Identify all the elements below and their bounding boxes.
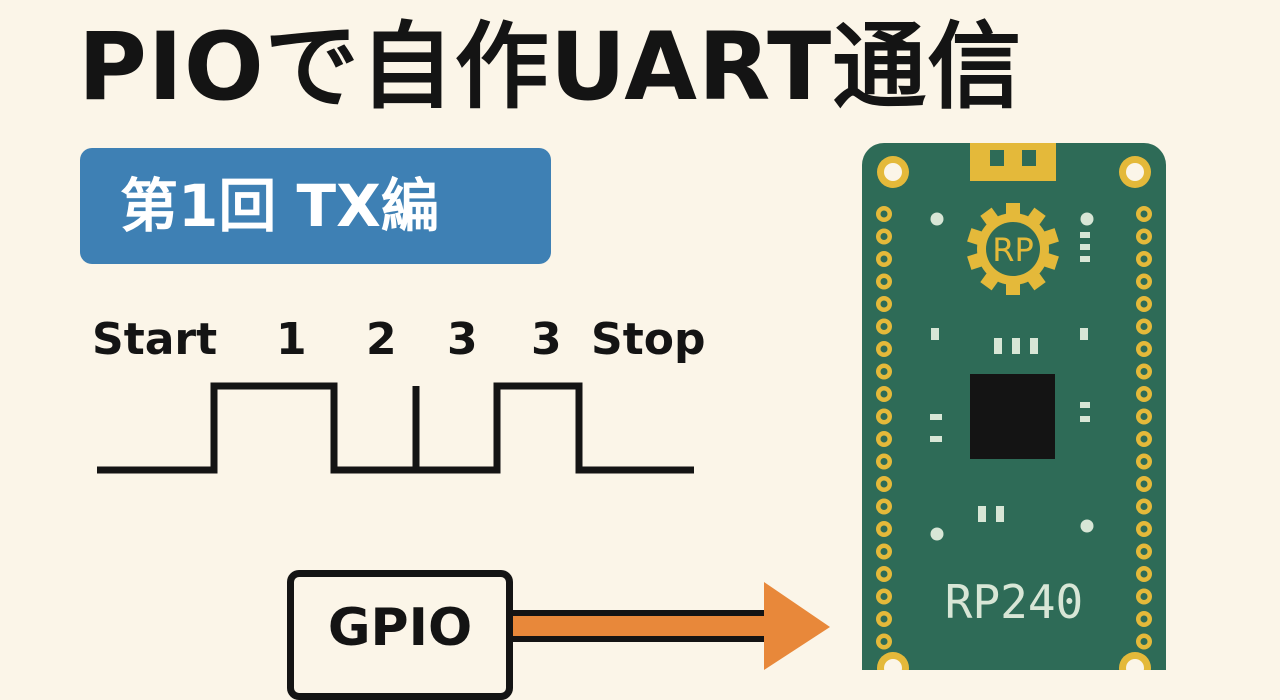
test-pad bbox=[930, 212, 944, 226]
smd-component bbox=[1080, 244, 1090, 250]
page-title: PIOで自作UART通信 bbox=[78, 13, 1023, 122]
bit-label-stop: Stop bbox=[591, 314, 706, 365]
mounting-hole-center bbox=[884, 163, 902, 181]
smd-component bbox=[931, 328, 939, 340]
edge-pin-hole bbox=[880, 548, 888, 555]
usb-slot-right bbox=[1022, 150, 1036, 166]
edge-pin-hole bbox=[880, 255, 888, 263]
pico-board bbox=[862, 143, 1166, 670]
edge-pin-hole bbox=[880, 503, 888, 510]
smd-component bbox=[1080, 416, 1090, 422]
bit-label-2: 2 bbox=[366, 314, 397, 365]
episode-badge bbox=[80, 148, 551, 264]
smd-component bbox=[996, 506, 1004, 522]
edge-pin-hole bbox=[1140, 458, 1148, 465]
smd-component bbox=[1080, 232, 1090, 238]
edge-pin-hole bbox=[1140, 615, 1148, 623]
edge-pin-hole bbox=[880, 593, 888, 600]
smd-component bbox=[930, 414, 942, 420]
edge-pin-hole bbox=[880, 525, 888, 533]
edge-pin-hole bbox=[1140, 210, 1148, 218]
edge-pin-hole bbox=[880, 210, 888, 218]
edge-pin-hole bbox=[880, 435, 888, 443]
test-pad bbox=[930, 527, 944, 541]
edge-pin-hole bbox=[880, 368, 888, 375]
rp-logo-text: RP bbox=[992, 231, 1034, 269]
bit-label-3: 3 bbox=[447, 314, 478, 365]
rp2040-chip bbox=[970, 374, 1055, 459]
edge-pin-hole bbox=[1140, 413, 1148, 420]
edge-pin-hole bbox=[1140, 525, 1148, 533]
edge-pin-hole bbox=[880, 345, 888, 353]
edge-pin-hole bbox=[1140, 638, 1148, 645]
edge-pin-hole bbox=[880, 570, 888, 578]
edge-pin-hole bbox=[1140, 300, 1148, 308]
edge-pin-hole bbox=[880, 278, 888, 285]
smd-component bbox=[1080, 256, 1090, 262]
edge-pin-hole bbox=[1140, 278, 1148, 285]
arrow-shaft bbox=[513, 616, 775, 636]
edge-pin-hole bbox=[1140, 435, 1148, 443]
smd-component bbox=[994, 338, 1002, 354]
edge-pin-hole bbox=[1140, 480, 1148, 488]
usb-slot-left bbox=[990, 150, 1004, 166]
edge-pin-hole bbox=[1140, 255, 1148, 263]
mounting-hole-center bbox=[1126, 659, 1144, 670]
gear-inner bbox=[986, 222, 1040, 276]
edge-pin-hole bbox=[880, 638, 888, 645]
smd-component bbox=[1080, 402, 1090, 408]
edge-pin-hole bbox=[880, 615, 888, 623]
arrow-head bbox=[764, 582, 830, 670]
uart-waveform bbox=[97, 382, 830, 670]
edge-pin-hole bbox=[880, 390, 888, 398]
edge-pin-hole bbox=[1140, 390, 1148, 398]
edge-pin-hole bbox=[880, 300, 888, 308]
mounting-hole-center bbox=[1126, 163, 1144, 181]
test-pad bbox=[1080, 519, 1094, 533]
gpio-label: GPIO bbox=[327, 598, 473, 658]
smd-component bbox=[930, 436, 942, 442]
edge-pin-hole bbox=[1140, 570, 1148, 578]
smd-component bbox=[1012, 338, 1020, 354]
edge-pin-hole bbox=[880, 480, 888, 488]
edge-pin-hole bbox=[1140, 323, 1148, 330]
bit-label-1: 1 bbox=[276, 314, 307, 365]
edge-pin-hole bbox=[880, 458, 888, 465]
episode-badge-label: 第1回 TX編 bbox=[120, 172, 439, 240]
edge-pin-hole bbox=[1140, 368, 1148, 375]
smd-component bbox=[1030, 338, 1038, 354]
edge-pin-hole bbox=[880, 413, 888, 420]
bit-label-start: Start bbox=[92, 314, 218, 365]
edge-pin-hole bbox=[1140, 593, 1148, 600]
edge-pin-hole bbox=[880, 323, 888, 330]
smd-component bbox=[1080, 328, 1088, 340]
test-pad bbox=[1080, 212, 1094, 226]
bit-label-3-repeat: 3 bbox=[531, 314, 562, 365]
edge-pin-hole bbox=[880, 233, 888, 240]
mounting-hole-center bbox=[884, 659, 902, 670]
edge-pin-hole bbox=[1140, 503, 1148, 510]
edge-pin-hole bbox=[1140, 233, 1148, 240]
edge-pin-hole bbox=[1140, 345, 1148, 353]
usb-connector bbox=[970, 143, 1056, 181]
uart-signal-line bbox=[97, 382, 694, 474]
edge-pin-hole bbox=[1140, 548, 1148, 555]
chip-label: RP240 bbox=[944, 575, 1084, 629]
smd-component bbox=[978, 506, 986, 522]
